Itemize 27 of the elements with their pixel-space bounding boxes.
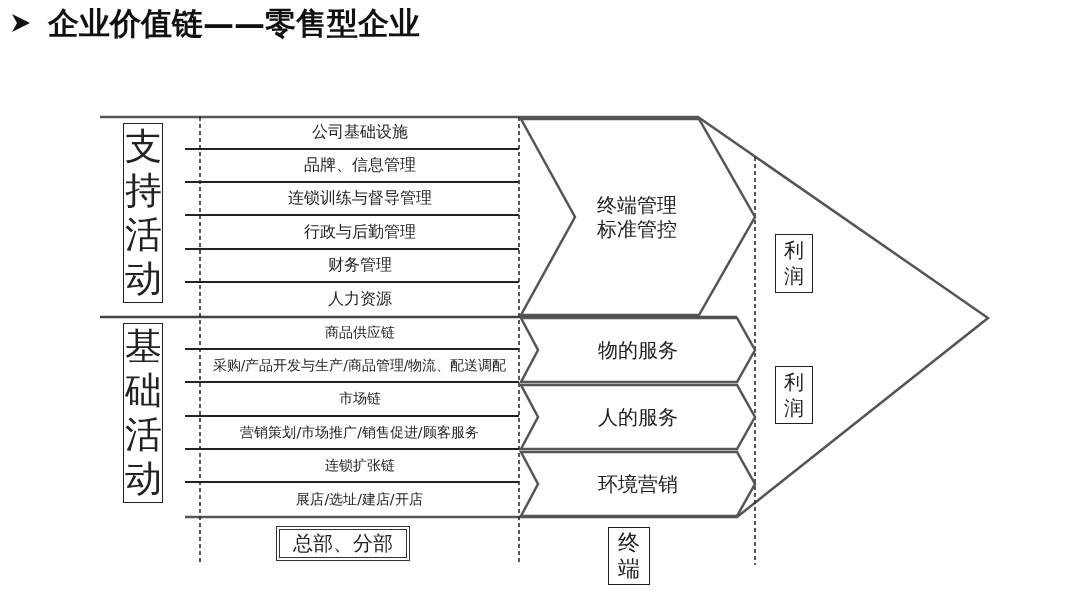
slide-title: 企业价值链——零售型企业: [48, 4, 420, 43]
chevron-label: 物的服务: [597, 338, 678, 362]
framed-heading: 基础活动: [123, 323, 163, 503]
activity-row: 商品供应链: [185, 318, 519, 350]
framed-label: 利润: [775, 366, 813, 424]
chevron-block: [520, 451, 756, 517]
framed-label: 利润: [775, 234, 813, 293]
activity-row: 市场链: [185, 383, 519, 417]
activity-row: 品牌、信息管理: [185, 150, 519, 183]
activity-row: 展店/选址/建店/开店: [185, 483, 519, 516]
activity-row: 公司基础设施: [185, 117, 519, 150]
chevron-label: 环境营销: [597, 472, 678, 496]
activity-row: 人力资源: [185, 283, 519, 316]
chevron-block: [520, 118, 756, 316]
activity-row: 营销策划/市场推广/销售促进/顾客服务: [185, 417, 519, 450]
framed-label: 总部、分部: [276, 526, 410, 561]
framed-label: 终端: [608, 527, 650, 585]
activity-row: 行政与后勤管理: [185, 216, 519, 250]
chevron-block: [520, 384, 756, 450]
chevron-label: 终端管理标准管控: [596, 193, 678, 241]
activity-row: 连锁训练与督导管理: [185, 183, 519, 216]
activity-row: 采购/产品开发与生产/商品管理/物流、配送调配: [185, 350, 519, 383]
chevron-label: 人的服务: [597, 405, 678, 429]
framed-heading: 支持活动: [123, 123, 163, 303]
activity-row: 财务管理: [185, 250, 519, 283]
chevron-block: [520, 317, 756, 383]
activity-row: 连锁扩张链: [185, 450, 519, 483]
